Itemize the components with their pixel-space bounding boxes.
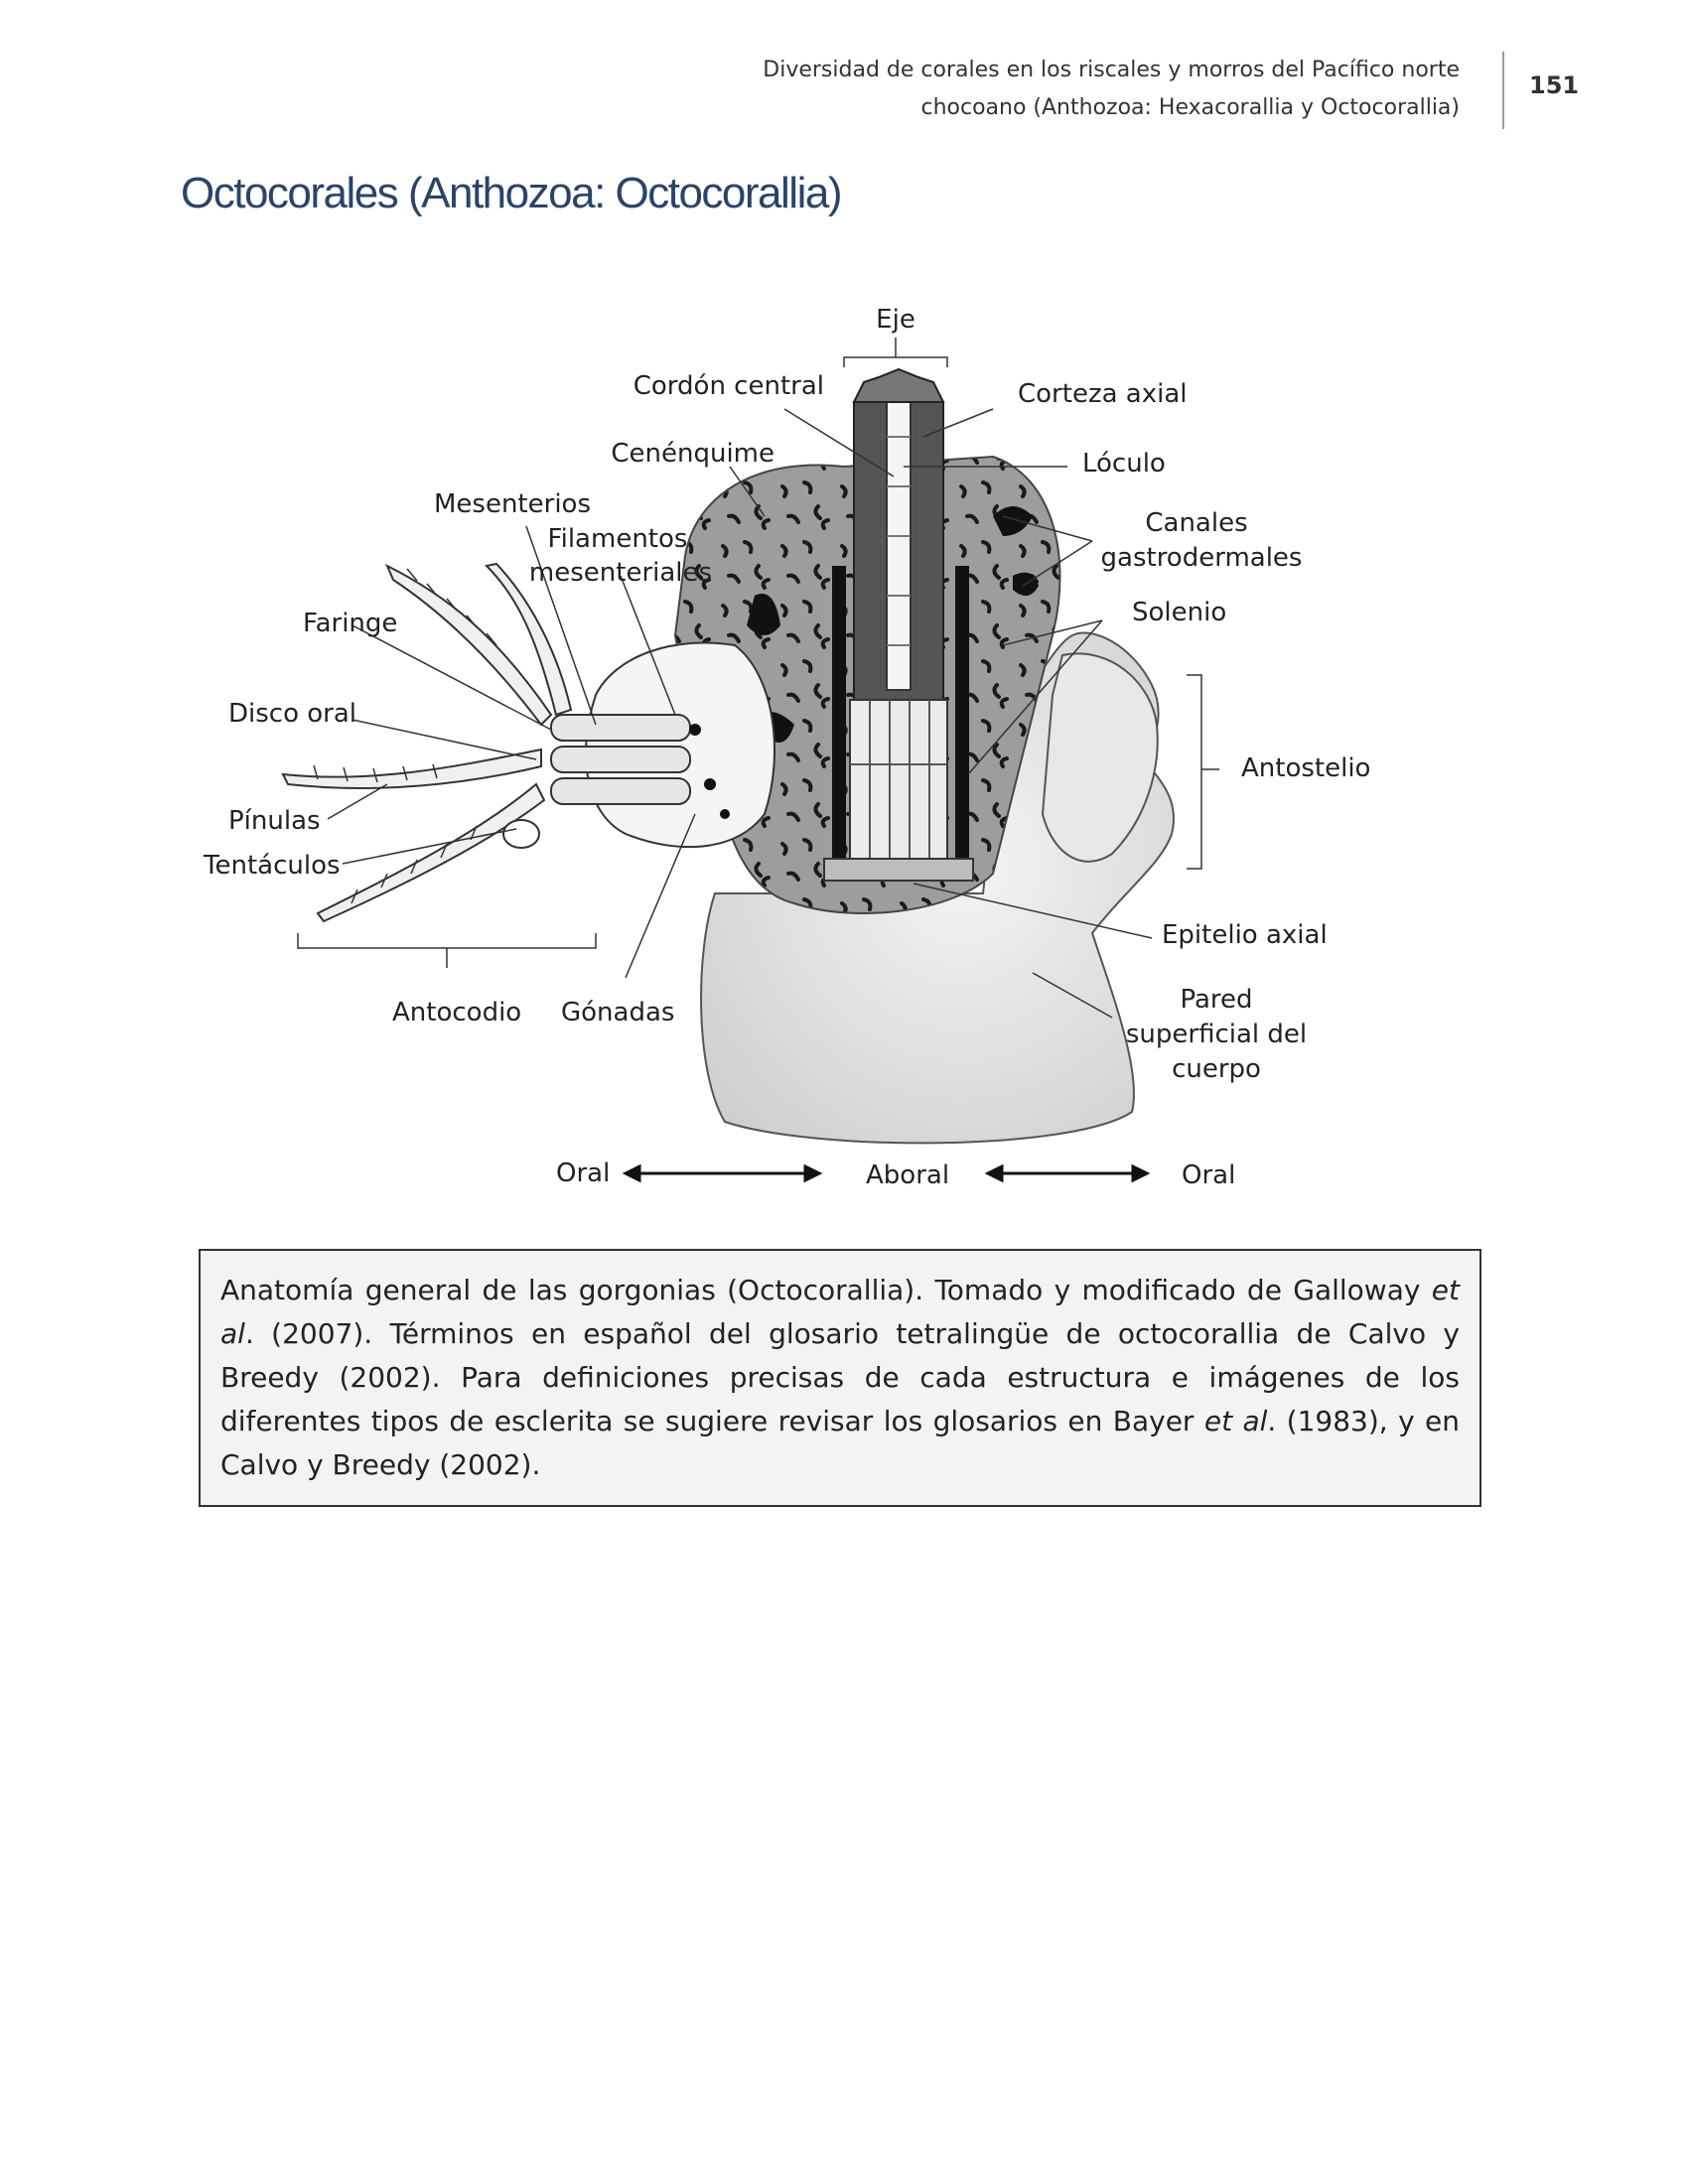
label-antocodio: Antocodio [392, 998, 521, 1027]
label-loculo: Lóculo [1082, 449, 1166, 478]
mesenteries [551, 715, 690, 804]
label-filamentos-2: mesenteriales [529, 558, 712, 588]
axis-lower-column [850, 700, 947, 859]
label-pared-3: cuerpo [1172, 1054, 1261, 1084]
label-antostelio: Antostelio [1241, 753, 1370, 783]
label-eje: Eje [876, 305, 915, 335]
arrow-oral-aboral-left [626, 1166, 819, 1180]
axial-epithelium-left [832, 566, 846, 864]
label-oral-right: Oral [1182, 1160, 1235, 1190]
axial-epithelium-right [955, 566, 969, 864]
label-tentaculos: Tentáculos [203, 851, 341, 881]
label-pared-1: Pared [1180, 985, 1252, 1015]
label-corteza-axial: Corteza axial [1018, 379, 1188, 409]
label-filamentos-1: Filamentos [548, 524, 688, 554]
label-pared-2: superficial del [1126, 1020, 1307, 1049]
label-canales-1: Canales [1145, 508, 1247, 538]
label-mesenterios: Mesenterios [434, 489, 591, 519]
label-oral-left: Oral [556, 1159, 610, 1188]
axial-epithelium-base [824, 859, 973, 881]
central-chord [887, 402, 911, 690]
label-cordon-central: Cordón central [633, 371, 824, 401]
label-gonadas: Gónadas [561, 998, 674, 1027]
label-aboral: Aboral [866, 1160, 949, 1190]
figure-caption: Anatomía general de las gorgonias (Octoc… [199, 1249, 1481, 1507]
arrow-aboral-oral-right [988, 1166, 1147, 1180]
caption-part-1: Anatomía general de las gorgonias (Octoc… [220, 1274, 1432, 1306]
label-cenenquime: Cenénquime [611, 439, 774, 469]
label-canales-2: gastrodermales [1101, 543, 1303, 573]
oral-disc [503, 820, 539, 848]
label-solenio: Solenio [1132, 598, 1226, 627]
polyp-body [586, 642, 774, 847]
label-disco-oral: Disco oral [228, 699, 356, 729]
axis-top [854, 369, 943, 402]
label-faringe: Faringe [303, 609, 397, 638]
caption-et-al-2: et al [1204, 1405, 1268, 1437]
caption-text: Anatomía general de las gorgonias (Octoc… [220, 1269, 1460, 1487]
gorgonian-anatomy-diagram: Eje Cordón central Corteza axial Lóculo … [0, 0, 1688, 1221]
label-epitelio-axial: Epitelio axial [1162, 920, 1328, 950]
label-pinulas: Pínulas [228, 806, 321, 836]
